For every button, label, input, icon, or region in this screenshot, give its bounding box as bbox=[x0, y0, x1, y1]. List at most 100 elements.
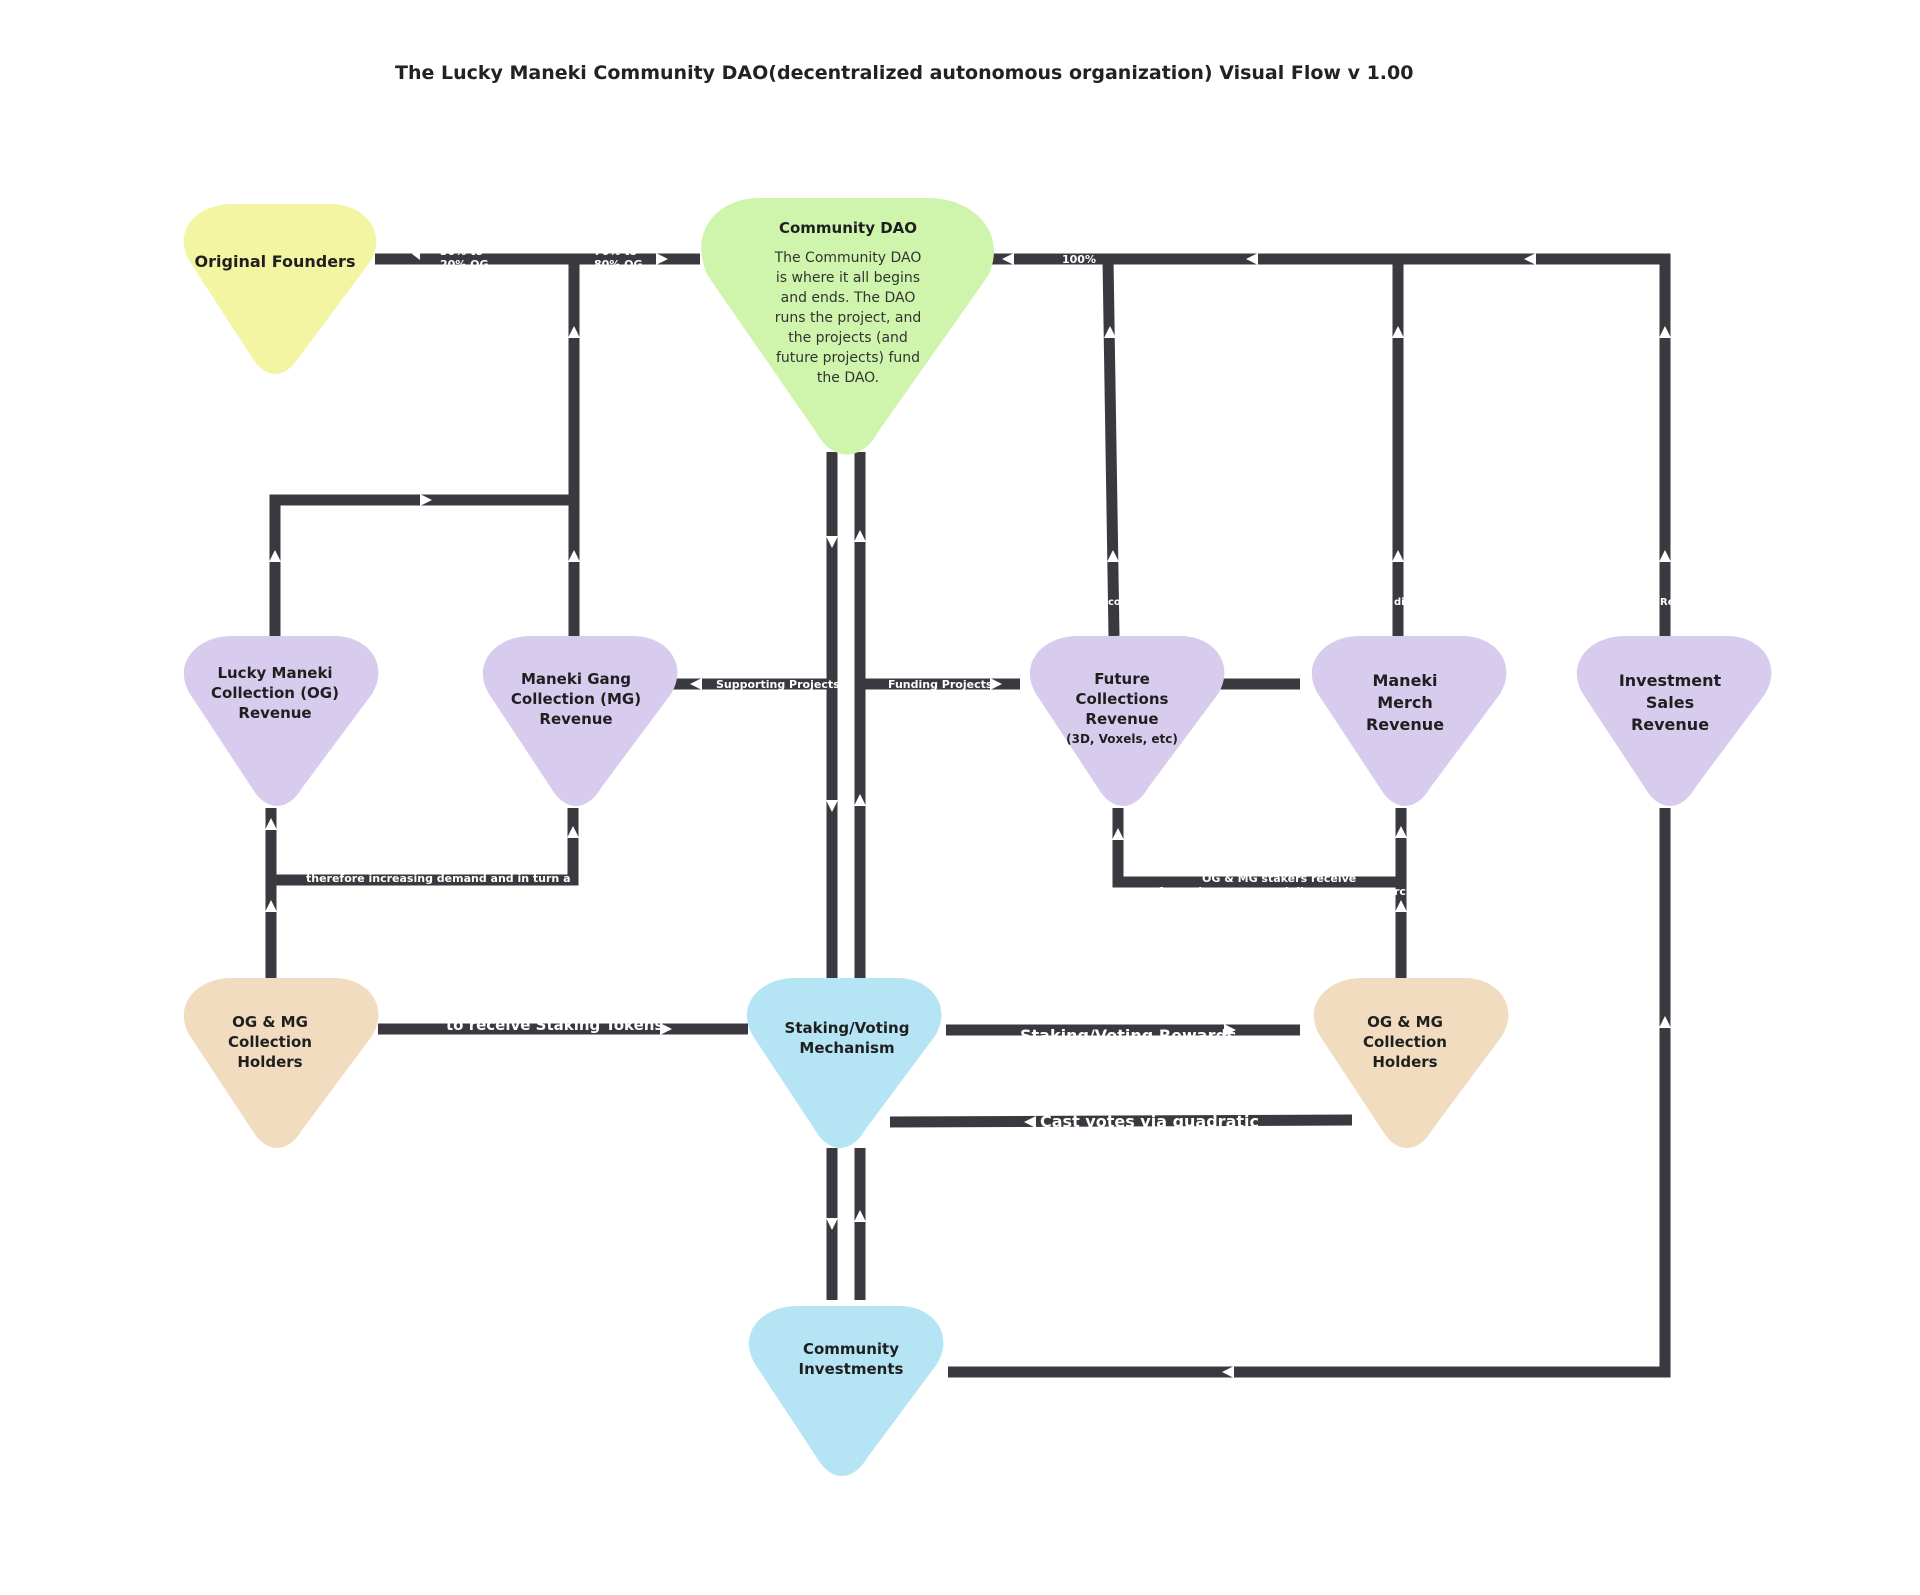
node-holders-right[interactable]: OG & MG Collection Holders bbox=[1313, 978, 1509, 1148]
node-line: Investment bbox=[1619, 671, 1722, 690]
node-line: Revenue bbox=[1085, 710, 1158, 728]
label-stakers-1: OG & MG stakers receive bbox=[1202, 872, 1356, 885]
node-shape bbox=[1576, 636, 1772, 806]
node-line: Lucky Maneki bbox=[217, 664, 332, 682]
arrow-up-icon bbox=[1395, 826, 1407, 838]
node-line: Investments bbox=[799, 1360, 904, 1378]
node-line: Sales bbox=[1646, 693, 1694, 712]
arrow-left-icon bbox=[1524, 253, 1536, 265]
node-staking-voting[interactable]: Staking/Voting Mechanism bbox=[746, 978, 942, 1148]
nodes: Original Founders Community DAO The Comm… bbox=[183, 198, 1772, 1476]
arrow-down-icon bbox=[826, 536, 838, 548]
node-line: Revenue bbox=[1631, 715, 1709, 734]
node-shape bbox=[746, 978, 942, 1148]
node-shape bbox=[183, 636, 379, 806]
node-title: Community DAO bbox=[779, 219, 917, 237]
arrow-left-icon bbox=[412, 248, 420, 260]
arrow-right-icon bbox=[1224, 1024, 1236, 1036]
label-quadratic: Cast votes via quadratic bbox=[1040, 1112, 1259, 1131]
node-line: Holders bbox=[1372, 1053, 1437, 1071]
arrow-up-icon bbox=[1107, 550, 1119, 562]
label-trunc-con: con bbox=[1108, 597, 1128, 608]
node-body-line: is where it all begins bbox=[776, 270, 920, 286]
arrow-right-icon bbox=[990, 678, 1002, 690]
node-line: Merch bbox=[1377, 693, 1433, 712]
arrow-up-icon bbox=[568, 326, 580, 338]
node-community-investments[interactable]: Community Investments bbox=[748, 1306, 944, 1476]
node-original-founders[interactable]: Original Founders bbox=[183, 204, 377, 374]
label-supporting: Supporting Projects bbox=[716, 678, 840, 691]
label-dao-pct-2: 80% OG bbox=[594, 258, 643, 271]
node-line: Collection bbox=[1363, 1033, 1447, 1051]
node-body-line: the DAO. bbox=[817, 370, 879, 386]
edge-dao-right-bus bbox=[990, 253, 1671, 640]
edge-quadratic bbox=[889, 1114, 1353, 1128]
edge-future-up bbox=[1102, 258, 1120, 637]
node-investment-sales-revenue[interactable]: Investment Sales Revenue bbox=[1576, 636, 1772, 806]
arrow-up-icon bbox=[1395, 900, 1407, 912]
node-line: OG & MG bbox=[232, 1013, 308, 1031]
arrow-up-icon bbox=[1392, 550, 1404, 562]
node-line: Collection (OG) bbox=[211, 684, 339, 702]
arrow-up-icon bbox=[854, 1210, 866, 1222]
label-funding: Funding Projects bbox=[888, 678, 993, 691]
node-line: Revenue bbox=[1366, 715, 1444, 734]
node-subtitle: (3D, Voxels, etc) bbox=[1066, 732, 1178, 746]
node-body-line: The Community DAO bbox=[774, 250, 922, 266]
node-line: Collection bbox=[228, 1033, 312, 1051]
edge-labels: 30% to 20% OG 70% to 80% OG 100% Support… bbox=[300, 245, 1675, 1131]
edge-future-holders bbox=[1112, 808, 1401, 888]
arrow-up-icon bbox=[265, 900, 277, 912]
arrow-up-icon bbox=[1659, 326, 1671, 338]
node-line: Holders bbox=[237, 1053, 302, 1071]
edge-mg-holders bbox=[271, 808, 579, 886]
arrow-up-icon bbox=[1112, 828, 1124, 840]
node-community-dao[interactable]: Community DAO The Community DAO is where… bbox=[701, 198, 994, 455]
arrow-right-icon bbox=[656, 253, 668, 265]
arrow-right-icon bbox=[420, 494, 432, 506]
node-lucky-maneki-revenue[interactable]: Lucky Maneki Collection (OG) Revenue bbox=[183, 636, 379, 806]
arrow-down-icon bbox=[826, 800, 838, 812]
node-shape bbox=[183, 978, 379, 1148]
arrow-up-icon bbox=[568, 550, 580, 562]
arrow-up-icon bbox=[1392, 326, 1404, 338]
arrow-up-icon bbox=[854, 530, 866, 542]
arrow-up-icon bbox=[265, 818, 277, 830]
node-shape bbox=[1313, 978, 1509, 1148]
node-line: Collections bbox=[1076, 690, 1169, 708]
diagram-title: The Lucky Maneki Community DAO(decentral… bbox=[395, 62, 1414, 84]
arrowheads bbox=[265, 248, 1671, 1378]
arrow-left-icon bbox=[690, 678, 702, 690]
node-maneki-merch-revenue[interactable]: Maneki Merch Revenue bbox=[1311, 636, 1507, 806]
node-title: Original Founders bbox=[195, 252, 356, 271]
label-demand-2: higher floor price (& bonding curve) of bbox=[300, 885, 540, 898]
arrow-up-icon bbox=[567, 826, 579, 838]
connectors bbox=[265, 253, 1671, 1378]
node-line: Collection (MG) bbox=[511, 690, 641, 708]
node-line: Maneki bbox=[1372, 671, 1437, 690]
node-line: Mechanism bbox=[799, 1039, 894, 1057]
arrow-left-icon bbox=[1222, 1366, 1234, 1378]
node-shape bbox=[1029, 636, 1225, 806]
label-trunc-re: Re bbox=[1660, 597, 1675, 608]
arrow-up-icon bbox=[1104, 326, 1116, 338]
arrow-right-icon bbox=[660, 1023, 672, 1035]
arrow-up-icon bbox=[1659, 1016, 1671, 1028]
node-shape bbox=[701, 198, 994, 455]
node-line: Revenue bbox=[539, 710, 612, 728]
arrow-left-icon bbox=[1002, 253, 1014, 265]
node-body-line: runs the project, and bbox=[775, 310, 922, 326]
node-future-collections-revenue[interactable]: Future Collections Revenue (3D, Voxels, … bbox=[1029, 636, 1225, 806]
node-holders-left[interactable]: OG & MG Collection Holders bbox=[183, 978, 379, 1148]
node-line: Maneki Gang bbox=[521, 670, 631, 688]
arrow-left-icon bbox=[1246, 253, 1258, 265]
node-line: Future bbox=[1094, 670, 1150, 688]
label-dao-pct-1: 70% to bbox=[594, 245, 637, 258]
node-maneki-gang-revenue[interactable]: Maneki Gang Collection (MG) Revenue bbox=[482, 636, 678, 806]
node-shape bbox=[183, 204, 377, 374]
arrow-down-icon bbox=[826, 1218, 838, 1230]
node-line: Community bbox=[803, 1340, 899, 1358]
node-body-line: and ends. The DAO bbox=[781, 290, 916, 306]
edge-og-branch bbox=[269, 494, 574, 636]
arrow-left-icon bbox=[1024, 1116, 1036, 1128]
